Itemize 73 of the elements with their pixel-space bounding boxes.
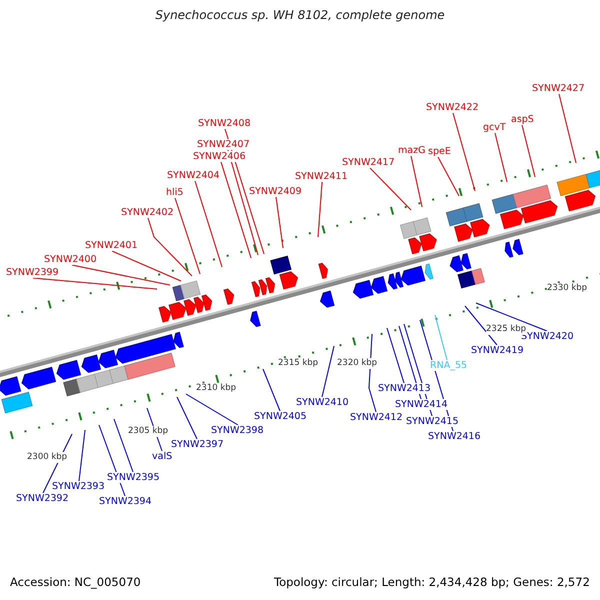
gene-label: hli5 xyxy=(166,187,184,198)
gene-label: mazG xyxy=(398,145,426,156)
gene-label: SYNW2394 xyxy=(99,496,152,507)
leader-line xyxy=(174,198,200,274)
leader-line xyxy=(318,182,322,238)
gene-label: SYNW2392 xyxy=(16,493,69,504)
gene-label: SYNW2407 xyxy=(197,139,250,150)
gene-label: SYNW2405 xyxy=(254,411,307,422)
gene-label: SYNW2399 xyxy=(6,267,59,278)
leader-line xyxy=(522,124,536,178)
gene-label: speE xyxy=(428,146,451,157)
leader-line xyxy=(148,218,192,276)
leader-line xyxy=(194,180,222,268)
leader-line xyxy=(72,264,170,286)
leader-line xyxy=(228,150,258,256)
gene-label: SYNW2400 xyxy=(44,254,97,265)
gene-label: SYNW2419 xyxy=(471,345,524,356)
scale-label: 2300 kbp xyxy=(27,452,68,462)
gene-label: valS xyxy=(152,451,172,462)
gene-label: SYNW2417 xyxy=(342,157,395,168)
scale-label: 2315 kbp xyxy=(278,358,318,368)
gene-label: SYNW2420 xyxy=(521,331,574,342)
gene-label: SYNW2398 xyxy=(211,425,264,436)
gene-label: aspS xyxy=(511,114,534,125)
gene-label: SYNW2415 xyxy=(406,416,459,427)
leader-line xyxy=(464,306,498,346)
leader-line xyxy=(370,168,412,210)
leader-line xyxy=(410,156,422,208)
gene-label: SYNW2404 xyxy=(167,170,220,181)
gene-label: SYNW2412 xyxy=(350,412,403,423)
leader-line xyxy=(32,278,158,290)
leader-line xyxy=(438,156,460,196)
gene-label: SYNW2401 xyxy=(85,240,138,251)
gene-label: SYNW2422 xyxy=(426,102,479,113)
leader-line xyxy=(176,396,198,440)
scale-label: 2310 kbp xyxy=(196,382,236,394)
gene-label: SYNW2410 xyxy=(296,397,349,408)
leader-line xyxy=(262,368,280,412)
gene-label: RNA_55 xyxy=(430,360,468,371)
gene-label: SYNW2393 xyxy=(52,481,105,492)
gene-label: SYNW2414 xyxy=(395,399,448,410)
footer-text: Accession: NC_005070 xyxy=(10,576,141,588)
leader-line xyxy=(476,302,548,332)
leader-line xyxy=(322,346,334,398)
leader-line xyxy=(452,112,476,192)
gene-label: SYNW2409 xyxy=(249,186,302,197)
leader-line xyxy=(434,314,448,360)
gene-label: SYNW2395 xyxy=(107,472,160,483)
leader-line xyxy=(78,430,86,482)
leader-line xyxy=(494,132,508,182)
gene-label: SYNW2402 xyxy=(121,207,174,218)
gene-label: SYNW2411 xyxy=(295,171,348,182)
title: Synechococcus sp. WH 8102, complete genome xyxy=(154,10,446,21)
leader-line xyxy=(220,162,252,258)
gene-label: SYNW2397 xyxy=(171,439,224,450)
scale-label: 2320 kbp xyxy=(337,358,378,368)
gene-label: SYNW2413 xyxy=(378,383,431,394)
gene-label: SYNW2406 xyxy=(193,151,246,162)
gene-label: SYNW2427 xyxy=(532,83,585,94)
leader-line xyxy=(368,334,376,412)
leader-line xyxy=(112,250,182,282)
scale-label: 2325 kbp xyxy=(486,324,526,334)
leader-line xyxy=(276,196,284,248)
gene-label: SYNW2408 xyxy=(198,118,251,129)
leader-line xyxy=(186,394,238,426)
footer-text: Topology: circular; Length: 2,434,428 bp; Genes: 2,572 xyxy=(274,576,590,588)
gene-label: gcvT xyxy=(483,122,506,133)
leader-line xyxy=(114,418,134,472)
gene-label: SYNW2416 xyxy=(428,431,481,442)
leader-line xyxy=(386,328,404,384)
scale-label: 2305 kbp xyxy=(128,426,168,436)
scale-label: 2330 kbp xyxy=(547,282,588,294)
leader-line xyxy=(558,94,576,164)
